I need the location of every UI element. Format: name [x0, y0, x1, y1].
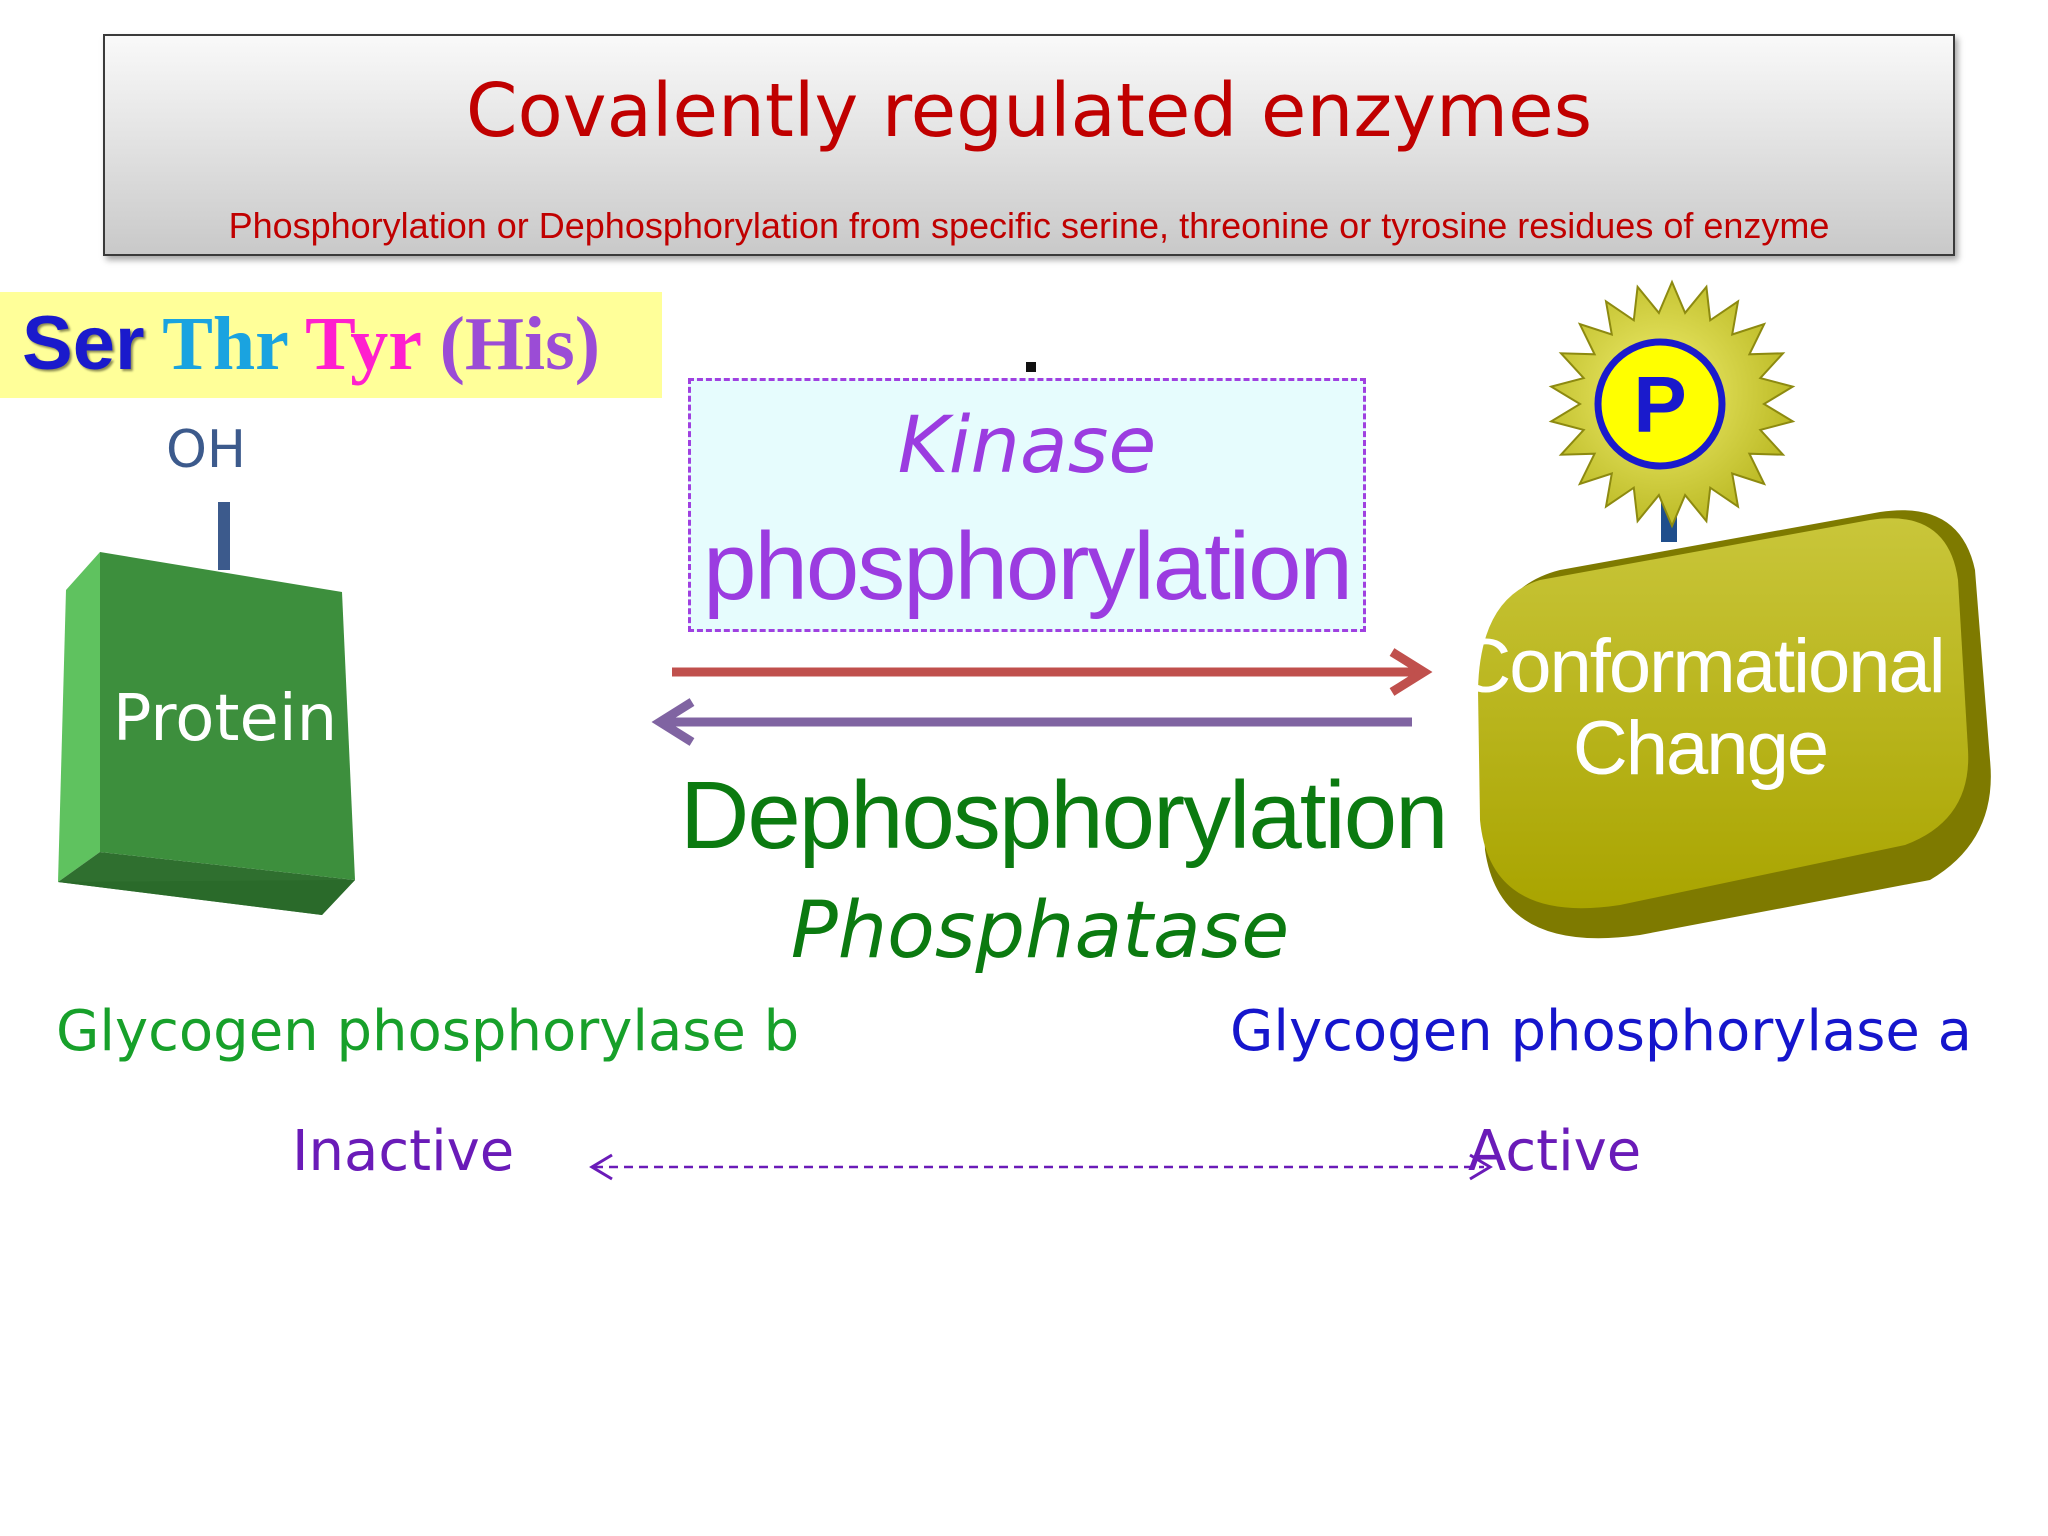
stray-dot: [1026, 362, 1036, 372]
residue-thr: Thr: [162, 302, 288, 386]
active-state-label: Active: [1468, 1119, 1642, 1184]
kinase-label: Kinase: [897, 401, 1157, 491]
change-label: Change: [1573, 706, 1827, 791]
conformational-label: Conformational: [1456, 624, 1943, 709]
protein-block-face: [100, 552, 355, 880]
phosphorylation-label: phosphorylation: [703, 513, 1353, 620]
phosphate-label: P: [1633, 360, 1686, 449]
reverse-arrow: [651, 698, 1412, 746]
dephosphorylation-label: Dephosphorylation: [680, 762, 1449, 869]
phosphate-circle: [1594, 338, 1726, 470]
slide-title: Covalently regulated enzymes: [465, 68, 1593, 154]
inactive-state-label: Inactive: [292, 1119, 515, 1184]
enzyme-b-label: Glycogen phosphorylase b: [56, 999, 800, 1064]
residue-ser: Ser: [22, 301, 145, 386]
hydroxyl-label: OH: [166, 420, 247, 480]
protein-block-side: [58, 552, 100, 882]
title-banner: Covalently regulated enzymes Phosphoryla…: [103, 34, 1955, 256]
phosphoprotein-block-face: [1478, 518, 1969, 909]
kinase-box: Kinase phosphorylation: [688, 378, 1366, 632]
hydroxyl-bond: [218, 502, 230, 570]
phosphoprotein-block: [1478, 510, 1991, 939]
enzyme-a-label: Glycogen phosphorylase a: [1230, 999, 1972, 1064]
forward-arrow: [672, 648, 1433, 696]
protein-block-lip: [58, 880, 355, 915]
protein-block: [58, 552, 355, 915]
residue-highlight: Ser Thr Tyr (His): [0, 292, 662, 398]
residue-list: Ser Thr Tyr (His): [22, 306, 600, 383]
protein-label: Protein: [113, 682, 337, 756]
slide-subtitle: Phosphorylation or Dephosphorylation fro…: [228, 205, 1830, 246]
state-double-arrow: [589, 1153, 1493, 1181]
residue-tyr: Tyr: [305, 302, 421, 386]
residue-his: (His): [439, 302, 601, 386]
phosphatase-label: Phosphatase: [790, 886, 1290, 976]
